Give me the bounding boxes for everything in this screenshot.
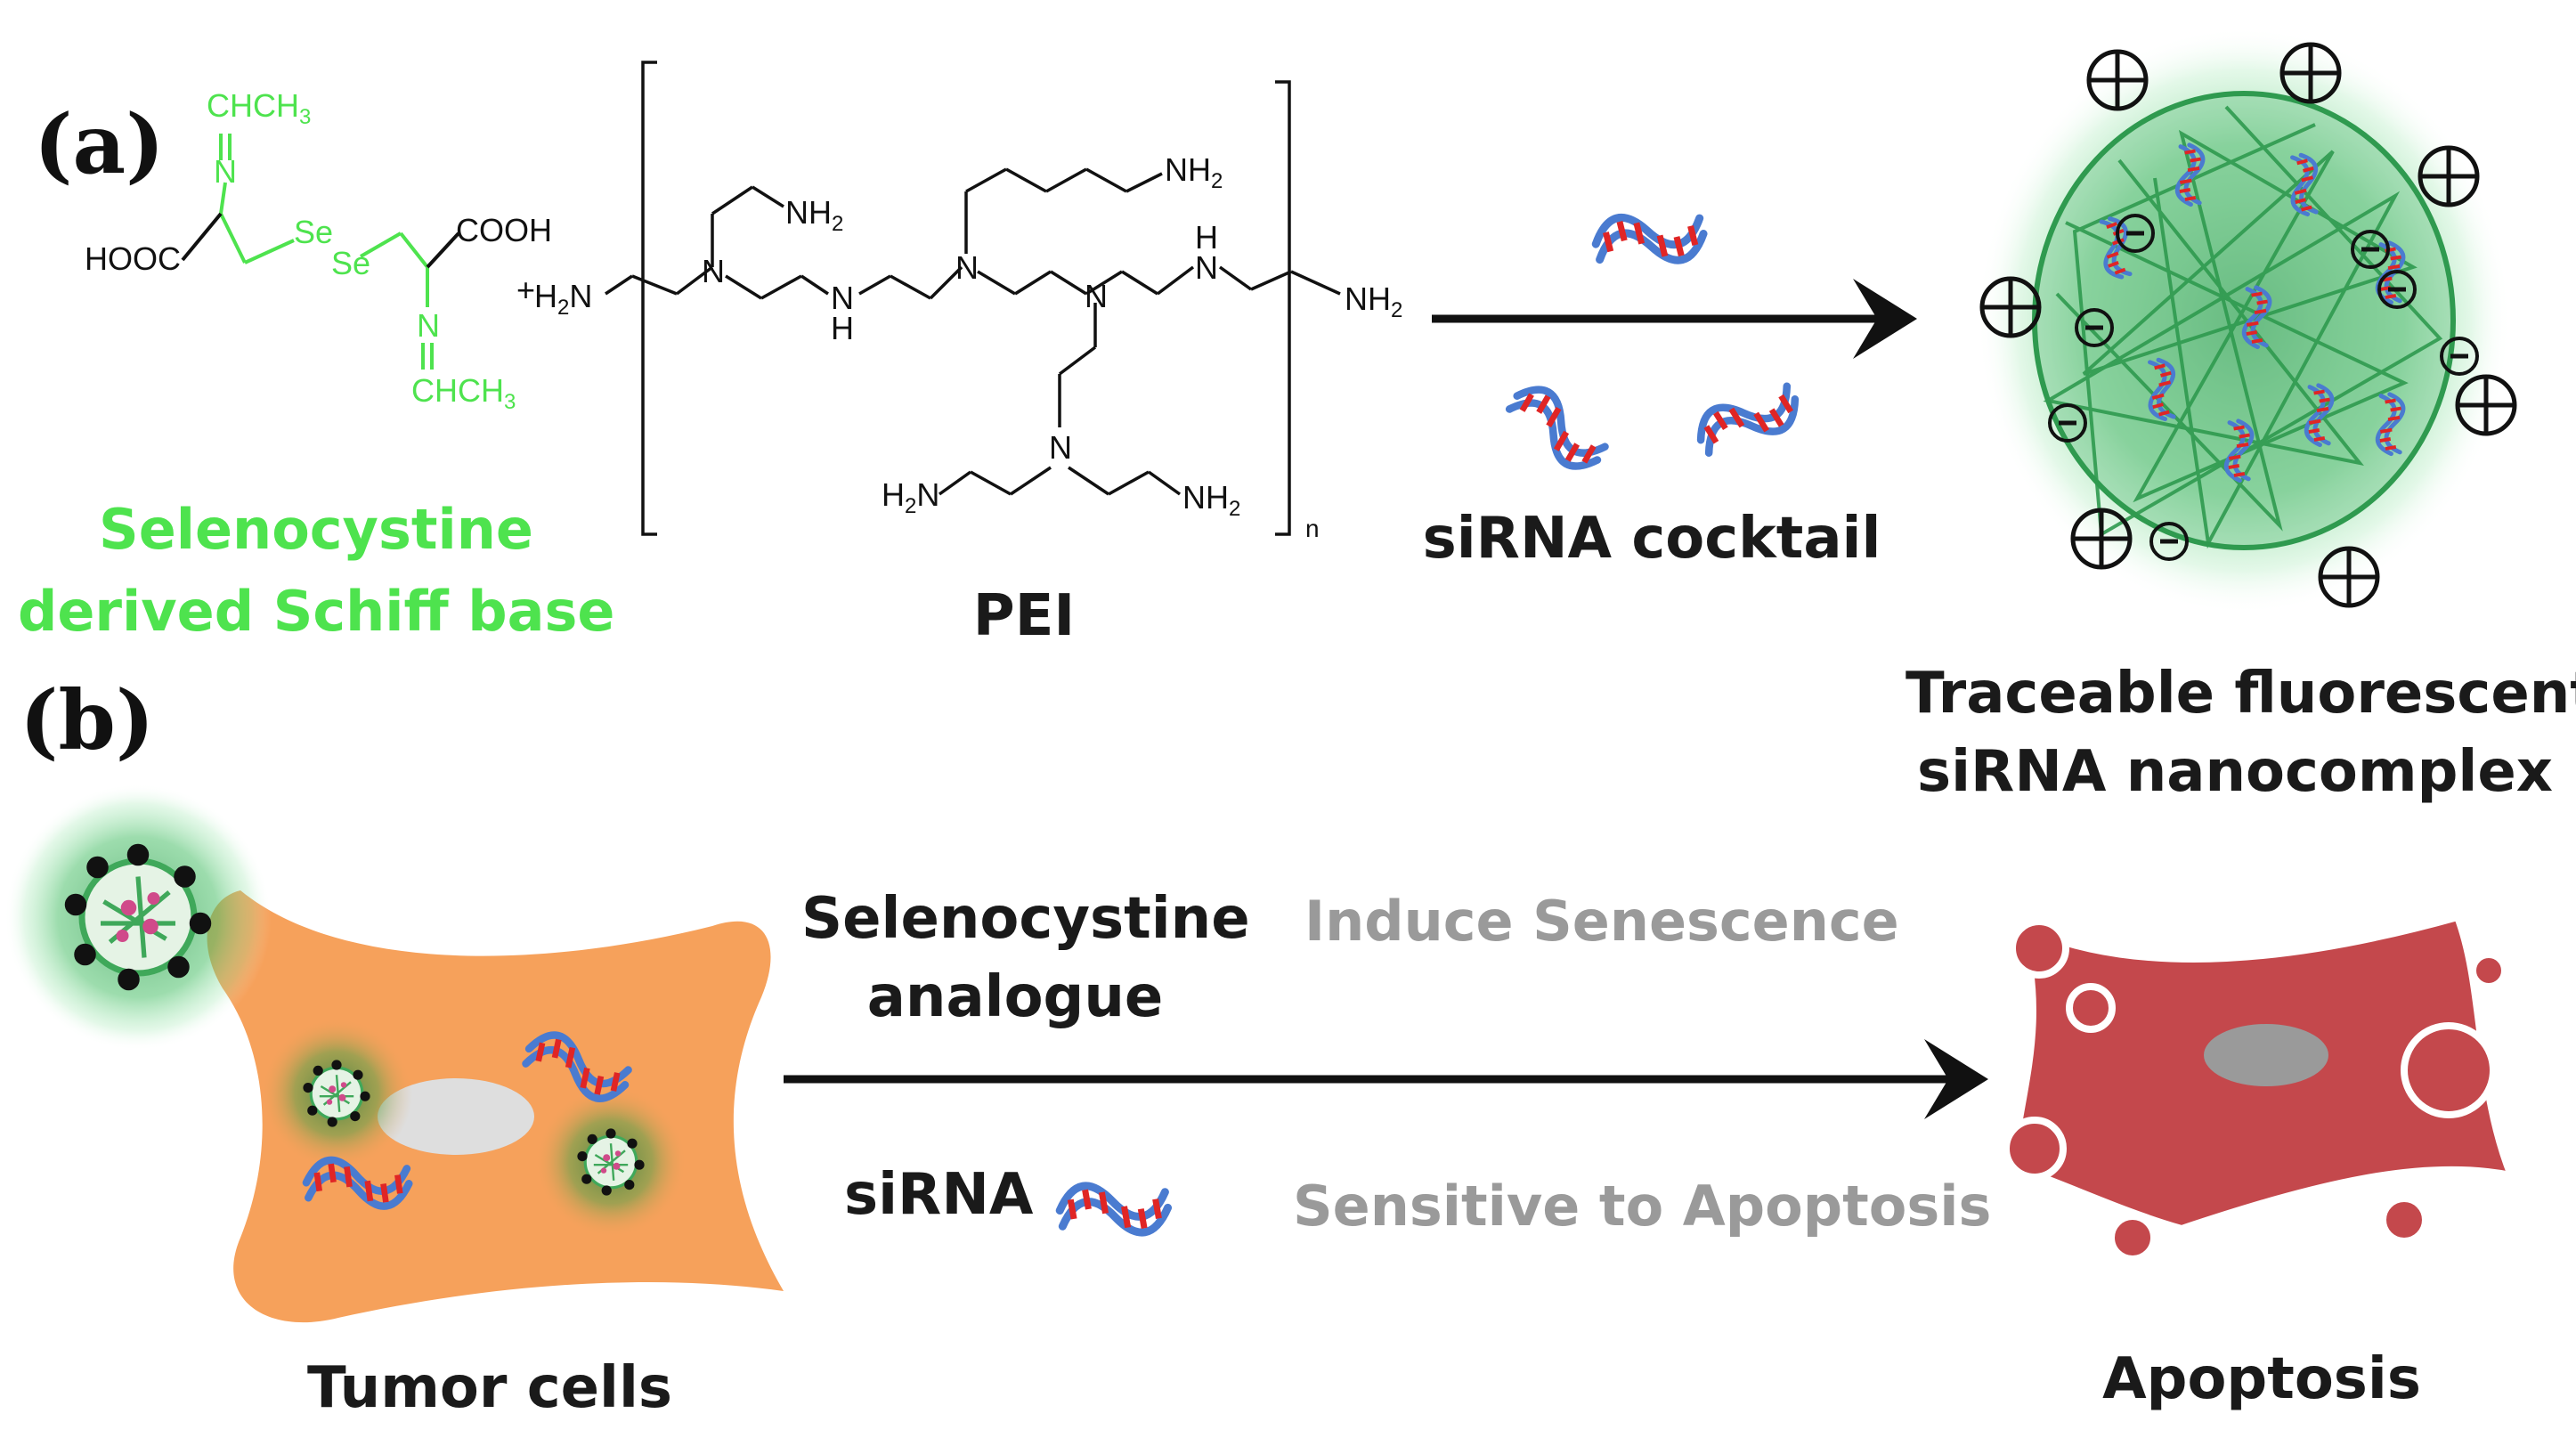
selenocystine-analogue-line2: analogue — [866, 964, 1164, 1030]
schiff-base-structure — [219, 134, 434, 370]
pei-nh2-right: NH2 — [1345, 280, 1403, 323]
positive-charge-icon — [2458, 377, 2515, 434]
nanocomplex-illustration — [1977, 27, 2515, 614]
tumor-cell-illustration — [207, 890, 784, 1323]
plus-sign: + — [516, 272, 536, 308]
pei-n1: N — [702, 253, 725, 289]
pei-n2: N — [955, 249, 979, 286]
positive-charge-icon — [2282, 45, 2339, 102]
panel-label-a: (a) — [34, 96, 165, 192]
schiff-base-caption-line2: derived Schiff base — [18, 579, 615, 644]
schiff-acid-left: HOOC — [85, 240, 181, 277]
pei-n3: N — [1085, 278, 1108, 314]
schiff-top-n: N — [214, 153, 237, 190]
schiff-top-group: CHCH3 — [207, 87, 312, 130]
schiff-base-caption-line1: Selenocystine — [99, 497, 533, 562]
sirna-strand-right — [1691, 370, 1805, 469]
induce-senescence-label: Induce Senescence — [1304, 889, 1899, 954]
pei-nh2-top1: NH2 — [785, 194, 844, 237]
schiff-acid-right: COOH — [456, 212, 552, 248]
positive-charge-icon — [2089, 52, 2146, 109]
apoptosis-caption: Apoptosis — [2102, 1346, 2421, 1412]
attached-nanocomplex — [4, 784, 272, 1051]
schiff-se2: Se — [331, 245, 371, 281]
sirna-strand-left — [1500, 379, 1615, 476]
pei-h2n-left: H2N — [534, 278, 593, 321]
sirna-strand-b — [1056, 1173, 1171, 1247]
pei-nh2-top2: NH2 — [1165, 151, 1223, 194]
nanocomplex-caption-line1: Traceable fluorescent — [1906, 661, 2576, 727]
pei-n4: N — [1049, 429, 1072, 466]
positive-charge-icon — [2420, 148, 2477, 205]
pei-h2n-bottom: H2N — [882, 476, 940, 519]
sirna-cocktail-label: siRNA cocktail — [1422, 506, 1881, 572]
selenocystine-analogue-line1: Selenocystine — [801, 886, 1250, 952]
pei-nh2-bottom: NH2 — [1182, 479, 1241, 522]
schiff-bottom-n: N — [417, 307, 440, 344]
schiff-se1: Se — [294, 214, 334, 250]
positive-charge-icon — [2073, 510, 2130, 567]
pei-structure — [605, 61, 1341, 536]
nanocomplex-caption-line2: siRNA nanocomplex — [1917, 739, 2553, 805]
positive-charge-icon — [1982, 279, 2039, 336]
pei-repeat-n: n — [1305, 515, 1320, 542]
schiff-base-acid-bonds — [181, 212, 460, 269]
sirna-label-b: siRNA — [844, 1162, 1034, 1228]
pei-caption: PEI — [972, 583, 1076, 649]
tumor-cells-caption: Tumor cells — [307, 1355, 672, 1421]
positive-charge-icon — [2320, 548, 2377, 605]
sirna-strand-top — [1591, 199, 1709, 279]
sensitive-to-apoptosis-label: Sensitive to Apoptosis — [1293, 1174, 1992, 1239]
apoptotic-cell-illustration — [2003, 913, 2517, 1263]
schiff-bottom-group: CHCH3 — [411, 372, 516, 415]
panel-label-b: (b) — [20, 672, 155, 768]
